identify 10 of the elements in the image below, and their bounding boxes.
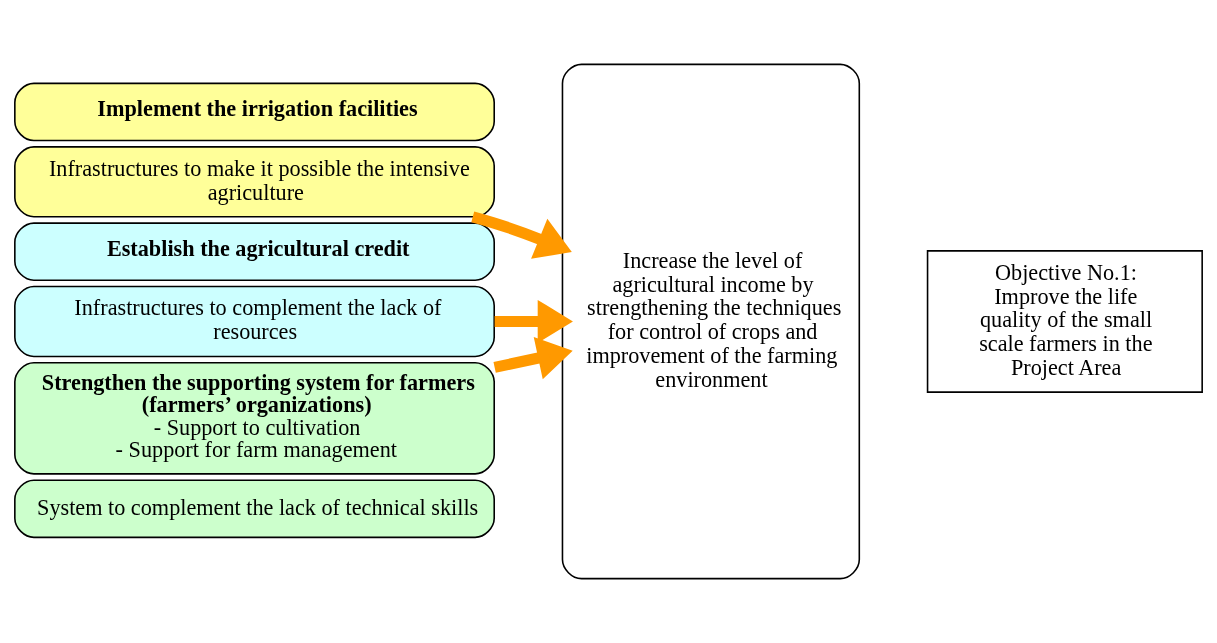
node-box: System to complement the lack of technical skills [14,479,495,539]
arrow [493,336,573,380]
node-box: Infrastructures to complement the lack of resources [14,285,495,358]
node-box: Infrastructures to make it possible the intensive agriculture [14,146,495,218]
node-box: Increase the level of agricultural income by strengthening the techniques for control of crops and improvement of the farming environment [561,63,861,580]
node-box: Implement the irrigation facilities [14,82,495,142]
node-box: Strengthen the supporting system for farmers (farmers’ organizations) - Support to cultivation - Support for farm management [14,361,495,475]
arrow [471,211,572,259]
node-box: Objective No.1: Improve the life quality of the small scale farmers in the Project Area [926,250,1203,393]
node-box: Establish the agricultural credit [14,222,495,282]
